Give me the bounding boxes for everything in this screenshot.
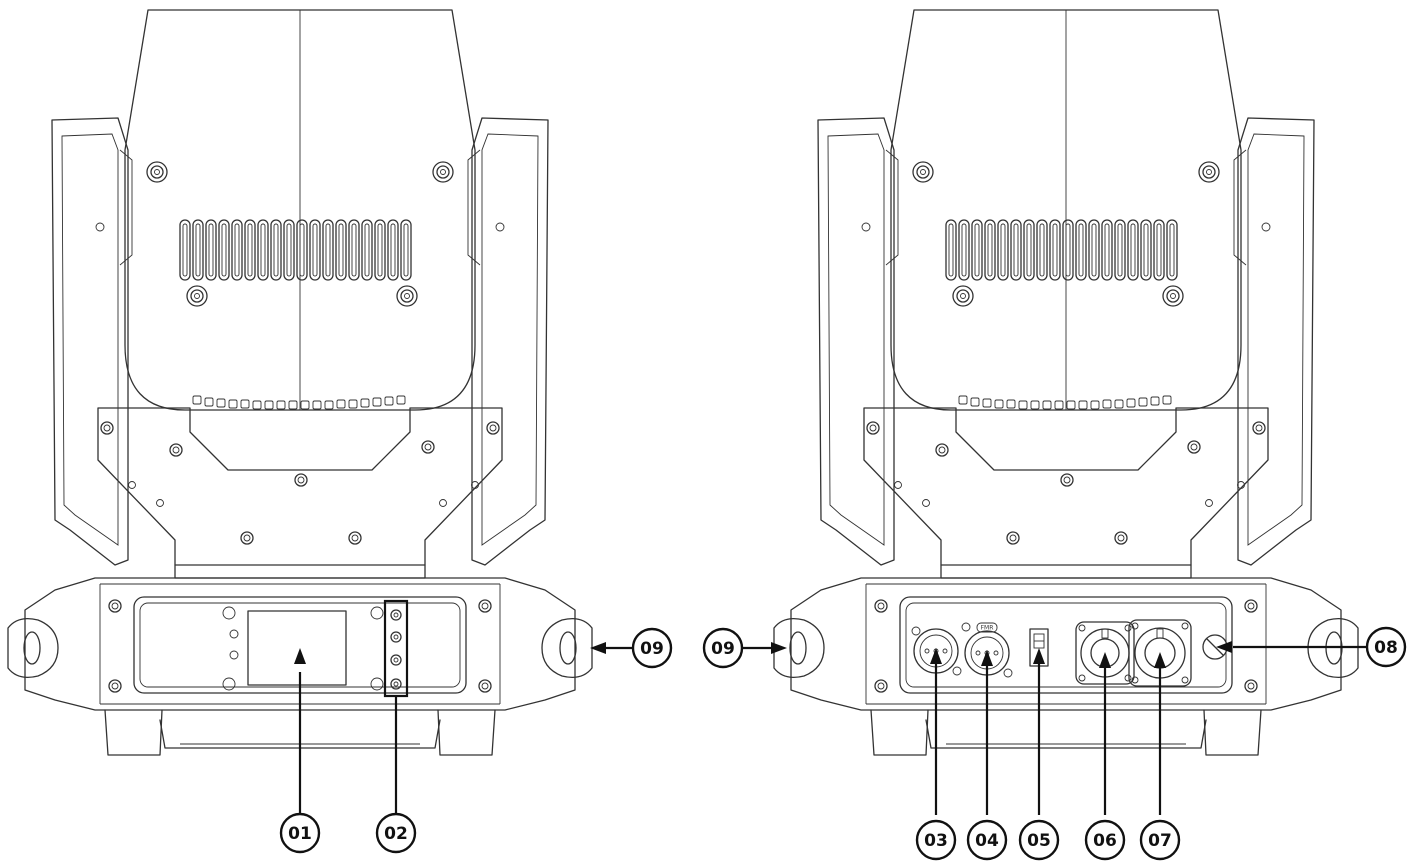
callout-08: 08 — [1365, 626, 1407, 668]
fixture-front-view — [8, 10, 592, 755]
callout-02: 02 — [375, 812, 417, 854]
svg-text:09: 09 — [711, 639, 735, 659]
svg-text:04: 04 — [975, 831, 999, 851]
fixture-rear-view: FMR — [774, 10, 1358, 755]
svg-text:05: 05 — [1027, 831, 1051, 851]
lcd-display — [247, 610, 347, 686]
svg-text:09: 09 — [640, 639, 664, 659]
callout-05: 05 — [1018, 819, 1060, 861]
leader-lines — [294, 641, 1366, 815]
callout-09-right: 09 — [702, 627, 744, 669]
callout-01: 01 — [279, 812, 321, 854]
connector-mark: FMR — [981, 625, 994, 632]
button-highlight-box — [383, 599, 409, 698]
svg-text:02: 02 — [384, 824, 408, 844]
callout-09-left: 09 — [631, 627, 673, 669]
callout-06: 06 — [1084, 819, 1126, 861]
control-buttons — [383, 599, 409, 698]
svg-text:01: 01 — [288, 824, 312, 844]
callout-04: 04 — [966, 819, 1008, 861]
callout-07: 07 — [1139, 819, 1181, 861]
svg-text:03: 03 — [924, 831, 948, 851]
callout-03: 03 — [915, 819, 957, 861]
svg-text:07: 07 — [1148, 831, 1172, 851]
svg-text:06: 06 — [1093, 831, 1117, 851]
svg-text:08: 08 — [1374, 638, 1398, 658]
